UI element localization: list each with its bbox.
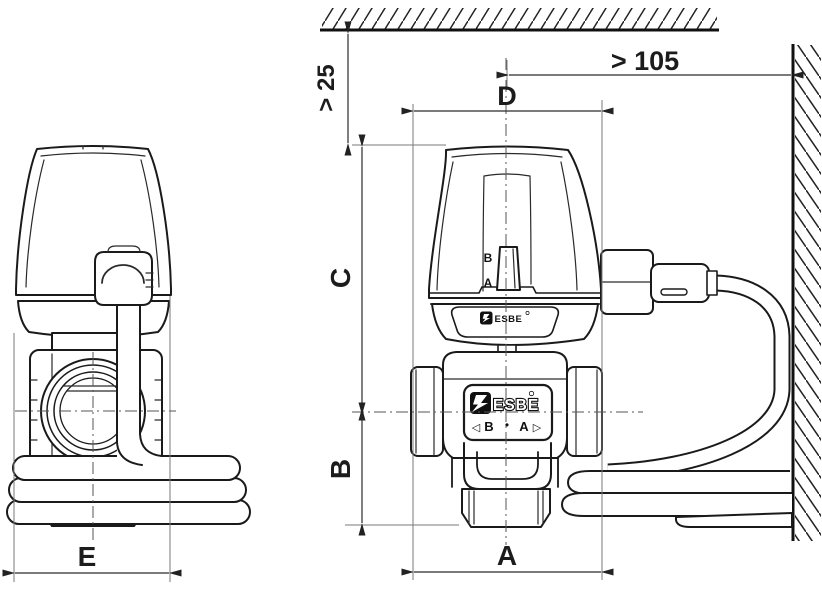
front-actuator-dome	[428, 145, 602, 299]
dim-clearance-top: > 25	[313, 21, 352, 156]
flow-dot-icon: •	[505, 418, 509, 432]
side-thread-ticks-right	[154, 379, 162, 441]
dim-a-label: A	[497, 540, 517, 571]
cable-curve-core	[607, 276, 789, 479]
knob-label-a: A	[484, 276, 493, 290]
dim-c-label: C	[325, 268, 356, 288]
flow-label-b: B	[484, 419, 493, 434]
front-dome-right-contour	[560, 161, 578, 291]
dim-a: A	[401, 540, 614, 576]
dim-clearance-side: > 105	[496, 46, 804, 90]
side-dome-left-contour	[25, 159, 45, 288]
wall-hatch	[795, 45, 821, 541]
side-gland-ring	[101, 264, 145, 284]
side-cable-tube-left-edge	[116, 267, 143, 466]
cable-loop-2	[560, 492, 792, 517]
ceiling	[320, 8, 719, 32]
cable-connector-slot	[660, 288, 688, 296]
front-knob	[496, 246, 521, 291]
side-actuator-skirt	[17, 300, 170, 338]
front-view: B A ESBE ESBE ◁ B • A ▷	[410, 145, 603, 528]
flow-marker-left-icon: ◁	[472, 422, 481, 434]
actuator-brand-plate	[450, 306, 560, 338]
side-cable-loop-3	[6, 499, 251, 525]
dimensions: > 25 > 105 D C B A E	[2, 21, 804, 582]
side-dome-top-tab	[82, 145, 104, 150]
cable-end	[675, 512, 793, 528]
actuator-brand-text: ESBE	[495, 314, 523, 325]
side-gland-top-cap	[107, 245, 141, 253]
side-view	[6, 145, 251, 527]
valve-brand-reg-mark	[528, 390, 535, 397]
actuator-brand-reg-mark	[525, 311, 530, 315]
front-yoke-inner	[476, 451, 539, 480]
valve-esbe-bolt	[472, 395, 488, 412]
dim-d: D	[401, 81, 614, 115]
side-gland-ridges	[145, 272, 154, 288]
side-dome-top-contour	[40, 152, 146, 157]
flow-label-a: A	[519, 419, 529, 434]
knob-label-b: B	[484, 251, 493, 265]
front-dome-top-contour	[451, 152, 563, 158]
dim-b-label: B	[325, 459, 356, 479]
dim-clearance-top-label: > 25	[313, 64, 340, 111]
front-lower-neck	[451, 457, 559, 488]
front-knob-base-contour	[429, 286, 601, 294]
side-thread-ticks-left	[30, 379, 38, 441]
valve-brand-text: ESBE	[493, 397, 539, 414]
dim-c: C	[325, 134, 366, 421]
side-dome-right-contour	[140, 159, 160, 288]
dim-b: B	[325, 402, 366, 536]
front-dome-left-contour	[436, 161, 454, 291]
front-dome-panel-lines	[482, 173, 532, 292]
dim-d-label: D	[497, 81, 517, 111]
dim-e: E	[2, 541, 182, 577]
dim-e-label: E	[78, 541, 97, 572]
ceiling-hatch	[322, 8, 717, 29]
cable-loop-1	[566, 470, 790, 495]
side-cable-tube-right-edge	[139, 267, 163, 457]
cable-connector-neck	[706, 270, 718, 296]
front-bottom-port-lines	[468, 490, 544, 525]
front-knob-edge	[512, 248, 516, 289]
cable-connector-tip	[650, 263, 710, 303]
actuator-esbe-bolt	[482, 314, 490, 323]
dim-clearance-side-label: > 105	[611, 46, 679, 76]
cable-assembly	[560, 249, 793, 528]
side-cable-gland	[94, 251, 153, 306]
flow-marker-right-icon: ▷	[533, 422, 542, 434]
wall	[791, 44, 821, 541]
side-cable-loop-2	[8, 477, 247, 503]
